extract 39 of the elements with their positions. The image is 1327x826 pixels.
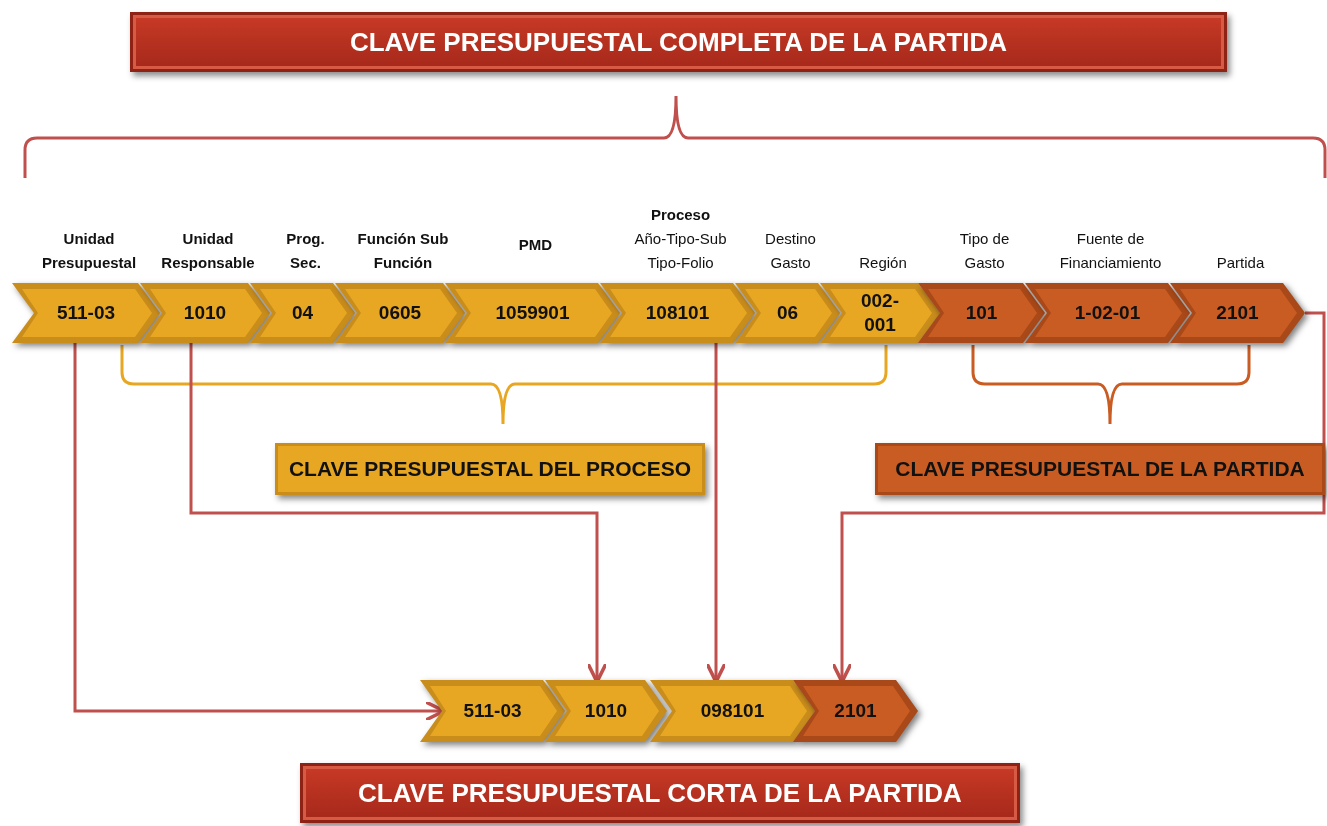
code-value: 098101 bbox=[700, 699, 765, 723]
group-label-box bbox=[875, 443, 1325, 495]
code-value: 511-03 bbox=[463, 699, 522, 723]
chevron-segment bbox=[793, 680, 918, 742]
code-value: 101 bbox=[965, 301, 998, 325]
code-value: 511-03 bbox=[56, 301, 116, 325]
field-heading: Fuente de Financiamiento bbox=[1058, 229, 1163, 273]
field-heading: Proceso bbox=[650, 205, 711, 225]
title-banner bbox=[300, 763, 1020, 823]
code-value: 002-001 bbox=[860, 289, 900, 337]
field-heading: PMD bbox=[518, 235, 553, 255]
chevron-segment bbox=[420, 680, 565, 742]
code-value: 1059901 bbox=[495, 301, 570, 325]
chevron-segment bbox=[650, 680, 815, 742]
code-value: 108101 bbox=[645, 301, 710, 325]
field-heading: Unidad Responsable bbox=[160, 229, 256, 273]
code-value: 1010 bbox=[584, 699, 628, 723]
group-label-box bbox=[275, 443, 705, 495]
banner-title: CLAVE PRESUPUESTAL COMPLETA DE LA PARTIDA bbox=[349, 26, 1008, 58]
field-heading: Prog. Sec. bbox=[285, 229, 326, 273]
code-value: 2101 bbox=[834, 699, 877, 723]
code-value: 1-02-01 bbox=[1074, 301, 1141, 325]
field-heading: Función Sub Función bbox=[356, 229, 450, 273]
title-banner bbox=[130, 12, 1227, 72]
code-value: 2101 bbox=[1216, 301, 1259, 325]
group-title: CLAVE PRESUPUESTAL DE LA PARTIDA bbox=[895, 457, 1305, 481]
field-heading: Destino Gasto bbox=[764, 229, 817, 273]
field-heading: Partida bbox=[1216, 253, 1265, 273]
field-heading: Unidad Presupuestal bbox=[40, 229, 138, 273]
code-value: 0605 bbox=[378, 301, 422, 325]
field-heading: Región bbox=[859, 253, 907, 273]
group-title: CLAVE PRESUPUESTAL DEL PROCESO bbox=[288, 457, 692, 481]
field-heading: Año-Tipo-Sub Tipo-Folio bbox=[633, 229, 728, 273]
field-heading: Tipo de Gasto bbox=[958, 229, 1011, 273]
banner-title: CLAVE PRESUPUESTAL CORTA DE LA PARTIDA bbox=[358, 777, 962, 809]
chevron-segment bbox=[545, 680, 667, 742]
code-value: 1010 bbox=[183, 301, 227, 325]
code-value: 06 bbox=[776, 301, 799, 325]
code-value: 04 bbox=[291, 301, 314, 325]
